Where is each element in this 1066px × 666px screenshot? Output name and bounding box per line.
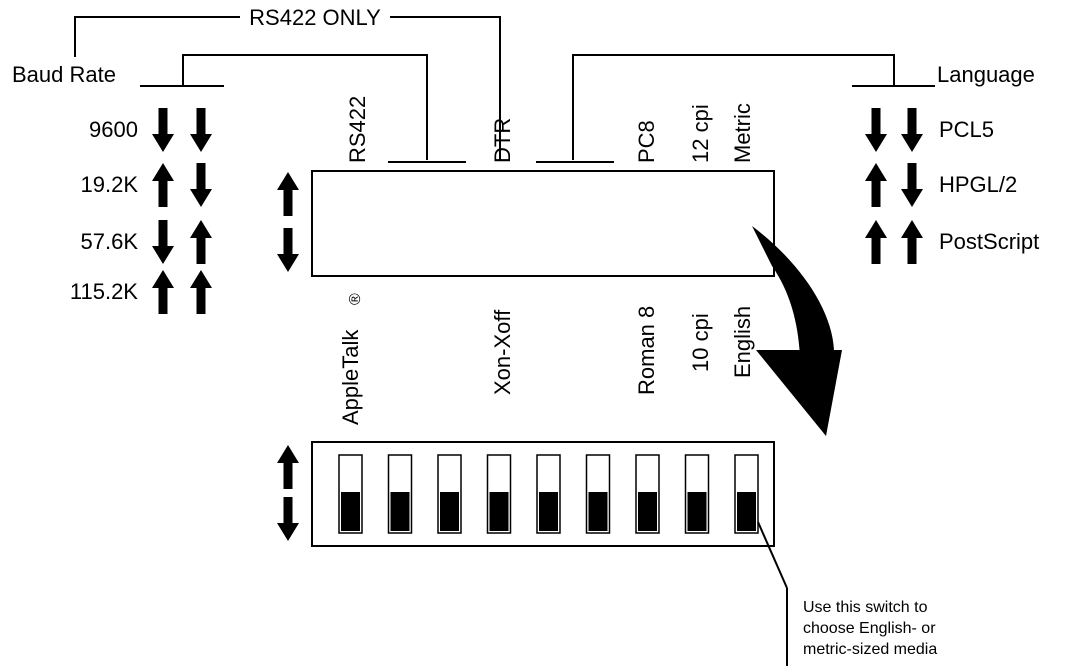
arrow-up-icon bbox=[901, 220, 923, 264]
arrow-up-icon bbox=[152, 163, 174, 207]
switch-label-12cpi: 12 cpi bbox=[688, 104, 713, 163]
arrow-up-icon bbox=[865, 220, 887, 264]
arrow-up-icon bbox=[190, 270, 212, 314]
switch-labels-up: RS422 DTR PC8 12 cpi Metric bbox=[345, 96, 755, 163]
callout-line-3: metric-sized media bbox=[803, 641, 937, 658]
dip-up-down-indicator bbox=[277, 445, 299, 541]
language-title: Language bbox=[937, 62, 1035, 87]
arrow-down-icon bbox=[152, 220, 174, 264]
dip-switch-4-knob[interactable] bbox=[489, 492, 509, 531]
switch-label-10cpi: 10 cpi bbox=[688, 313, 713, 372]
callout-line-1: Use this switch to bbox=[803, 599, 928, 616]
switch-label-metric: Metric bbox=[730, 103, 755, 163]
language-table: PCL5 HPGL/2 PostScript bbox=[865, 108, 1039, 264]
baud-rate-115-2k-label: 115.2K bbox=[70, 279, 138, 304]
baud-rate-57-6k-label: 57.6K bbox=[81, 229, 139, 254]
arrow-down-icon bbox=[865, 108, 887, 152]
arrow-up-icon bbox=[865, 163, 887, 207]
arrow-down-icon bbox=[901, 163, 923, 207]
rs422-only-bracket bbox=[74, 16, 501, 160]
arrow-down-icon bbox=[190, 108, 212, 152]
arrow-down-icon bbox=[277, 497, 299, 541]
switch-label-rs422: RS422 bbox=[345, 96, 370, 163]
baud-rate-19-2k-label: 19.2K bbox=[81, 172, 139, 197]
switch-label-dtr: DTR bbox=[490, 118, 515, 163]
up-down-indicator bbox=[277, 172, 299, 272]
arrow-down-icon bbox=[190, 163, 212, 207]
dip-switch-8-knob[interactable] bbox=[687, 492, 707, 531]
switch-label-box bbox=[311, 170, 775, 277]
callout-leader-line bbox=[757, 521, 788, 589]
language-hpgl2-label: HPGL/2 bbox=[939, 172, 1017, 197]
rs422-only-label: RS422 ONLY bbox=[249, 5, 381, 30]
dip-switches bbox=[338, 454, 759, 534]
switch-labels-down: AppleTalk ® Xon-Xoff Roman 8 10 cpi Engl… bbox=[338, 293, 755, 425]
dip-switch-2-knob[interactable] bbox=[390, 492, 410, 531]
dip-switch-6-knob[interactable] bbox=[588, 492, 608, 531]
dip-switch-1-knob[interactable] bbox=[341, 492, 360, 531]
switch-label-appletalk: AppleTalk bbox=[338, 329, 363, 425]
arrow-up-icon bbox=[277, 445, 299, 489]
curved-pointer-arrow bbox=[752, 226, 842, 436]
baud-rate-bracket bbox=[140, 54, 466, 163]
switch-label-pc8: PC8 bbox=[634, 120, 659, 163]
language-postscript-label: PostScript bbox=[939, 229, 1039, 254]
language-pcl5-label: PCL5 bbox=[939, 117, 994, 142]
baud-rate-title: Baud Rate bbox=[12, 62, 116, 87]
baud-rate-table: 9600 19.2K 57.6K 115.2K bbox=[70, 108, 212, 314]
baud-rate-9600-label: 9600 bbox=[89, 117, 138, 142]
arrow-down-icon bbox=[277, 228, 299, 272]
switch-label-xon-xoff: Xon-Xoff bbox=[490, 309, 515, 395]
dip-switch-9-knob[interactable] bbox=[737, 492, 756, 531]
arrow-up-icon bbox=[152, 270, 174, 314]
registered-mark: ® bbox=[347, 293, 364, 305]
switch-label-english: English bbox=[730, 306, 755, 378]
switch-label-roman8: Roman 8 bbox=[634, 306, 659, 395]
arrow-up-icon bbox=[277, 172, 299, 216]
dip-switch-5-knob[interactable] bbox=[539, 492, 558, 531]
arrow-down-icon bbox=[152, 108, 174, 152]
dip-switch-3-knob[interactable] bbox=[440, 492, 459, 531]
arrow-down-icon bbox=[901, 108, 923, 152]
arrow-up-icon bbox=[190, 220, 212, 264]
dip-switch-block bbox=[311, 441, 775, 547]
dip-switch-7-knob[interactable] bbox=[638, 492, 657, 531]
callout-line-2: choose English- or bbox=[803, 620, 936, 637]
language-bracket bbox=[536, 54, 935, 163]
